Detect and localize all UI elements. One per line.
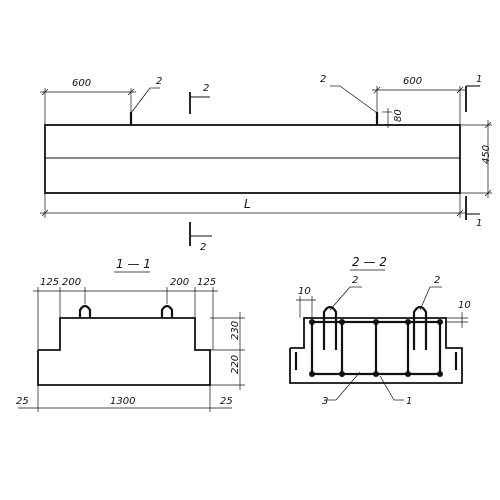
leader-label-right: 2 [320,74,326,85]
dim-label-L: L [244,197,251,211]
rebar-dot [309,319,315,325]
loop-right [160,304,174,318]
rebar-dot [339,371,345,377]
cut-2-bottom-label: 2 [200,242,206,253]
rebar-dot [437,371,443,377]
tick [484,189,492,197]
rebar-dot [373,371,379,377]
section-1-profile [37,317,211,386]
tick [484,121,492,129]
beam-outline [44,124,461,194]
section-2-2: 2 — 2 10 10 [289,255,471,407]
leader-line [379,375,395,401]
dim-label-600-left: 600 [72,78,91,89]
leader-line [335,371,361,401]
dim-25-right: 25 [220,396,233,407]
leader-2-left: 2 [352,275,358,286]
dim-230: 230 [230,321,241,340]
section-1-1: 1 — 1 125 200 200 125 230 220 25 1300 25 [16,257,245,412]
cut-1-top-label: 1 [476,74,482,85]
tick [456,86,464,94]
dim-125-right: 125 [197,277,216,288]
leader-line [130,87,151,114]
rebar-dot [405,319,411,325]
leader-1: 1 [406,396,412,407]
leader-3: 3 [322,396,328,407]
dim-10-left: 10 [298,286,311,297]
section-2-profile [289,317,463,384]
tick [127,88,135,96]
dim-label-600-right: 600 [403,76,422,87]
rebar-dot [405,371,411,377]
cut-2-top-label: 2 [203,83,209,94]
dim-200-left: 200 [62,277,81,288]
tick [41,209,49,217]
section-1-title: 1 — 1 [116,257,151,271]
tick [373,86,381,94]
section-2-title: 2 — 2 [352,255,387,269]
rebar-dot [437,319,443,325]
dim-200-right: 200 [170,277,189,288]
rebar-dot [339,319,345,325]
dim-10-right: 10 [458,300,471,311]
leader-line [329,286,351,311]
tick [41,88,49,96]
loop-right [412,305,428,350]
dim-125-left: 125 [40,277,59,288]
rebar-dot [309,371,315,377]
tick [456,209,464,217]
leader-2-right: 2 [434,275,440,286]
loop-left [78,304,92,318]
cut-1-bottom-label: 1 [476,218,482,229]
dim-25-left: 25 [16,396,29,407]
dim-label-80: 80 [393,109,404,122]
rebar-dot [373,319,379,325]
dim-label-450: 450 [481,145,492,164]
dim-1300: 1300 [110,396,135,407]
dim-220: 220 [230,355,241,374]
loop-left [322,305,338,350]
leader-label-left: 2 [156,76,162,87]
leader-line [419,286,431,311]
leader-line [339,85,378,114]
plan-view: 600 2 600 2 80 450 L [40,74,492,253]
